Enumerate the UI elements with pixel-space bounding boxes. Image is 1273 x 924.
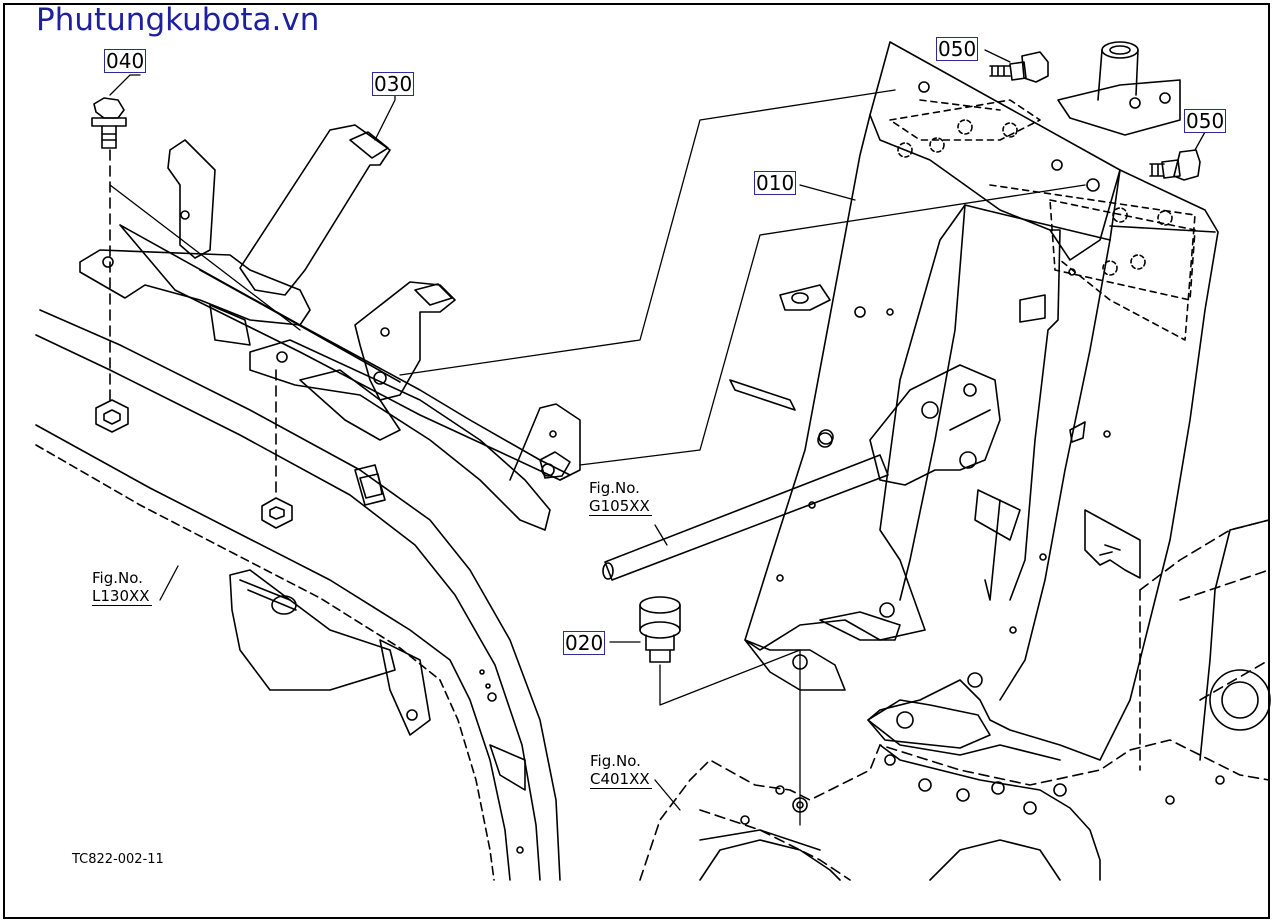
bolt-050-top-drawing (989, 51, 1049, 83)
bracket-030-drawing (79, 124, 581, 531)
figref-g105-line2: G105XX (589, 497, 652, 516)
bolt-040-drawing (91, 97, 293, 529)
callout-040[interactable]: 040 (104, 49, 147, 73)
figref-c401-line1: Fig.No. (590, 752, 641, 770)
stopper-020-drawing (639, 596, 681, 663)
frame-assembly-drawing (35, 309, 561, 881)
figref-g105[interactable]: Fig.No. G105XX (589, 479, 652, 516)
bolt-050-right-drawing (1149, 149, 1201, 181)
callout-050-right[interactable]: 050 (1184, 109, 1227, 133)
callout-020[interactable]: 020 (563, 631, 606, 655)
diagram-border (3, 3, 1270, 919)
figref-c401[interactable]: Fig.No. C401XX (590, 752, 652, 789)
figref-l130-line2: L130XX (92, 587, 152, 606)
callout-030[interactable]: 030 (372, 72, 415, 96)
transmission-housing-solid (699, 519, 1271, 881)
figref-c401-line2: C401XX (590, 770, 652, 789)
figref-l130[interactable]: Fig.No. L130XX (92, 569, 152, 606)
leader-lines (109, 49, 1206, 826)
figref-g105-line1: Fig.No. (589, 479, 640, 497)
callout-010[interactable]: 010 (754, 171, 797, 195)
watermark-text: Phutungkubota.vn (36, 2, 320, 38)
callout-050-top[interactable]: 050 (936, 37, 979, 61)
drawing-number: TC822-002-11 (72, 852, 164, 867)
bracket-010-drawing (602, 41, 1219, 761)
figref-l130-line1: Fig.No. (92, 569, 143, 587)
transmission-housing-drawing (639, 519, 1270, 881)
